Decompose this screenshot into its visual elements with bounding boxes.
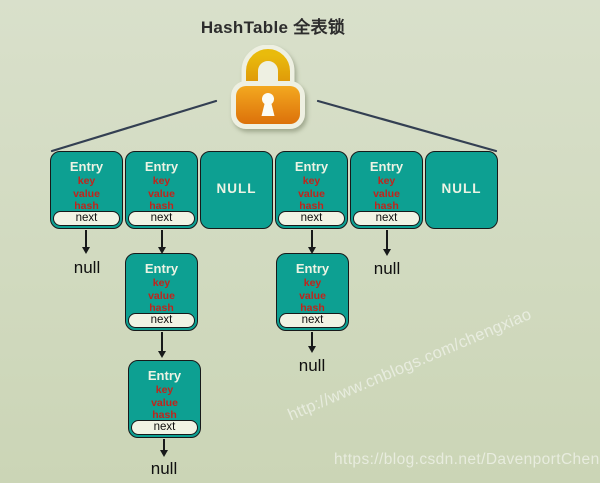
entry-title: Entry (69, 159, 104, 174)
entry-title: Entry (295, 261, 330, 276)
next-pointer: next (278, 211, 345, 226)
entry-fields: key value hash (129, 384, 200, 422)
entry-field-key: key (303, 277, 322, 289)
null-cell-label: NULL (441, 181, 482, 196)
arrow-down-icon (306, 230, 318, 254)
entry-field-key: key (152, 175, 171, 187)
entry-field-key: key (377, 175, 396, 187)
entry-title: Entry (144, 261, 179, 276)
entry-fields: key value hash (277, 277, 348, 315)
entry-field-value: value (298, 187, 325, 200)
entry-fields: key value hash (351, 175, 422, 213)
entry-field-hash: hash (152, 409, 177, 421)
lock-icon (231, 45, 305, 129)
arrow-down-icon (156, 332, 168, 358)
entry-field-key: key (155, 384, 174, 396)
next-pointer: next (131, 420, 198, 435)
entry-field-hash: hash (300, 302, 325, 314)
chain-node-entry: Entry key value hash next (276, 253, 349, 331)
next-pointer: next (353, 211, 420, 226)
bucket-cell-0: Entry key value hash next (50, 151, 123, 229)
null-terminal: null (150, 459, 178, 478)
next-pointer: next (128, 211, 195, 226)
arrow-down-icon (158, 439, 170, 457)
arrow-down-icon (306, 332, 318, 353)
bucket-cell-5: NULL (425, 151, 498, 229)
bucket-cell-4: Entry key value hash next (350, 151, 423, 229)
bucket-cell-3: Entry key value hash next (275, 151, 348, 229)
arrow-down-icon (381, 230, 393, 256)
bucket-cell-1: Entry key value hash next (125, 151, 198, 229)
page-title: HashTable 全表锁 (200, 18, 346, 37)
entry-field-value: value (373, 187, 400, 200)
entry-field-hash: hash (149, 302, 174, 314)
entry-fields: key value hash (126, 175, 197, 213)
entry-title: Entry (369, 159, 404, 174)
entry-field-hash: hash (149, 200, 174, 212)
arrow-down-icon (156, 230, 168, 254)
bucket-cell-2: NULL (200, 151, 273, 229)
null-cell-label: NULL (216, 181, 257, 196)
next-pointer: next (53, 211, 120, 226)
entry-field-key: key (152, 277, 171, 289)
entry-field-value: value (148, 289, 175, 302)
entry-fields: key value hash (51, 175, 122, 213)
entry-title: Entry (147, 368, 182, 383)
null-terminal: null (298, 356, 326, 375)
entry-fields: key value hash (126, 277, 197, 315)
entry-title: Entry (144, 159, 179, 174)
next-pointer: next (279, 313, 346, 328)
entry-field-value: value (148, 187, 175, 200)
entry-fields: key value hash (276, 175, 347, 213)
entry-field-value: value (73, 187, 100, 200)
entry-field-value: value (299, 289, 326, 302)
null-terminal: null (373, 259, 401, 278)
entry-field-hash: hash (299, 200, 324, 212)
null-terminal: null (73, 258, 101, 277)
arrow-down-icon (80, 230, 92, 254)
chain-node-entry: Entry key value hash next (125, 253, 198, 331)
entry-field-hash: hash (74, 200, 99, 212)
next-pointer: next (128, 313, 195, 328)
entry-field-key: key (77, 175, 96, 187)
entry-field-hash: hash (374, 200, 399, 212)
entry-field-value: value (151, 396, 178, 409)
entry-title: Entry (294, 159, 329, 174)
chain-node-entry: Entry key value hash next (128, 360, 201, 438)
entry-field-key: key (302, 175, 321, 187)
